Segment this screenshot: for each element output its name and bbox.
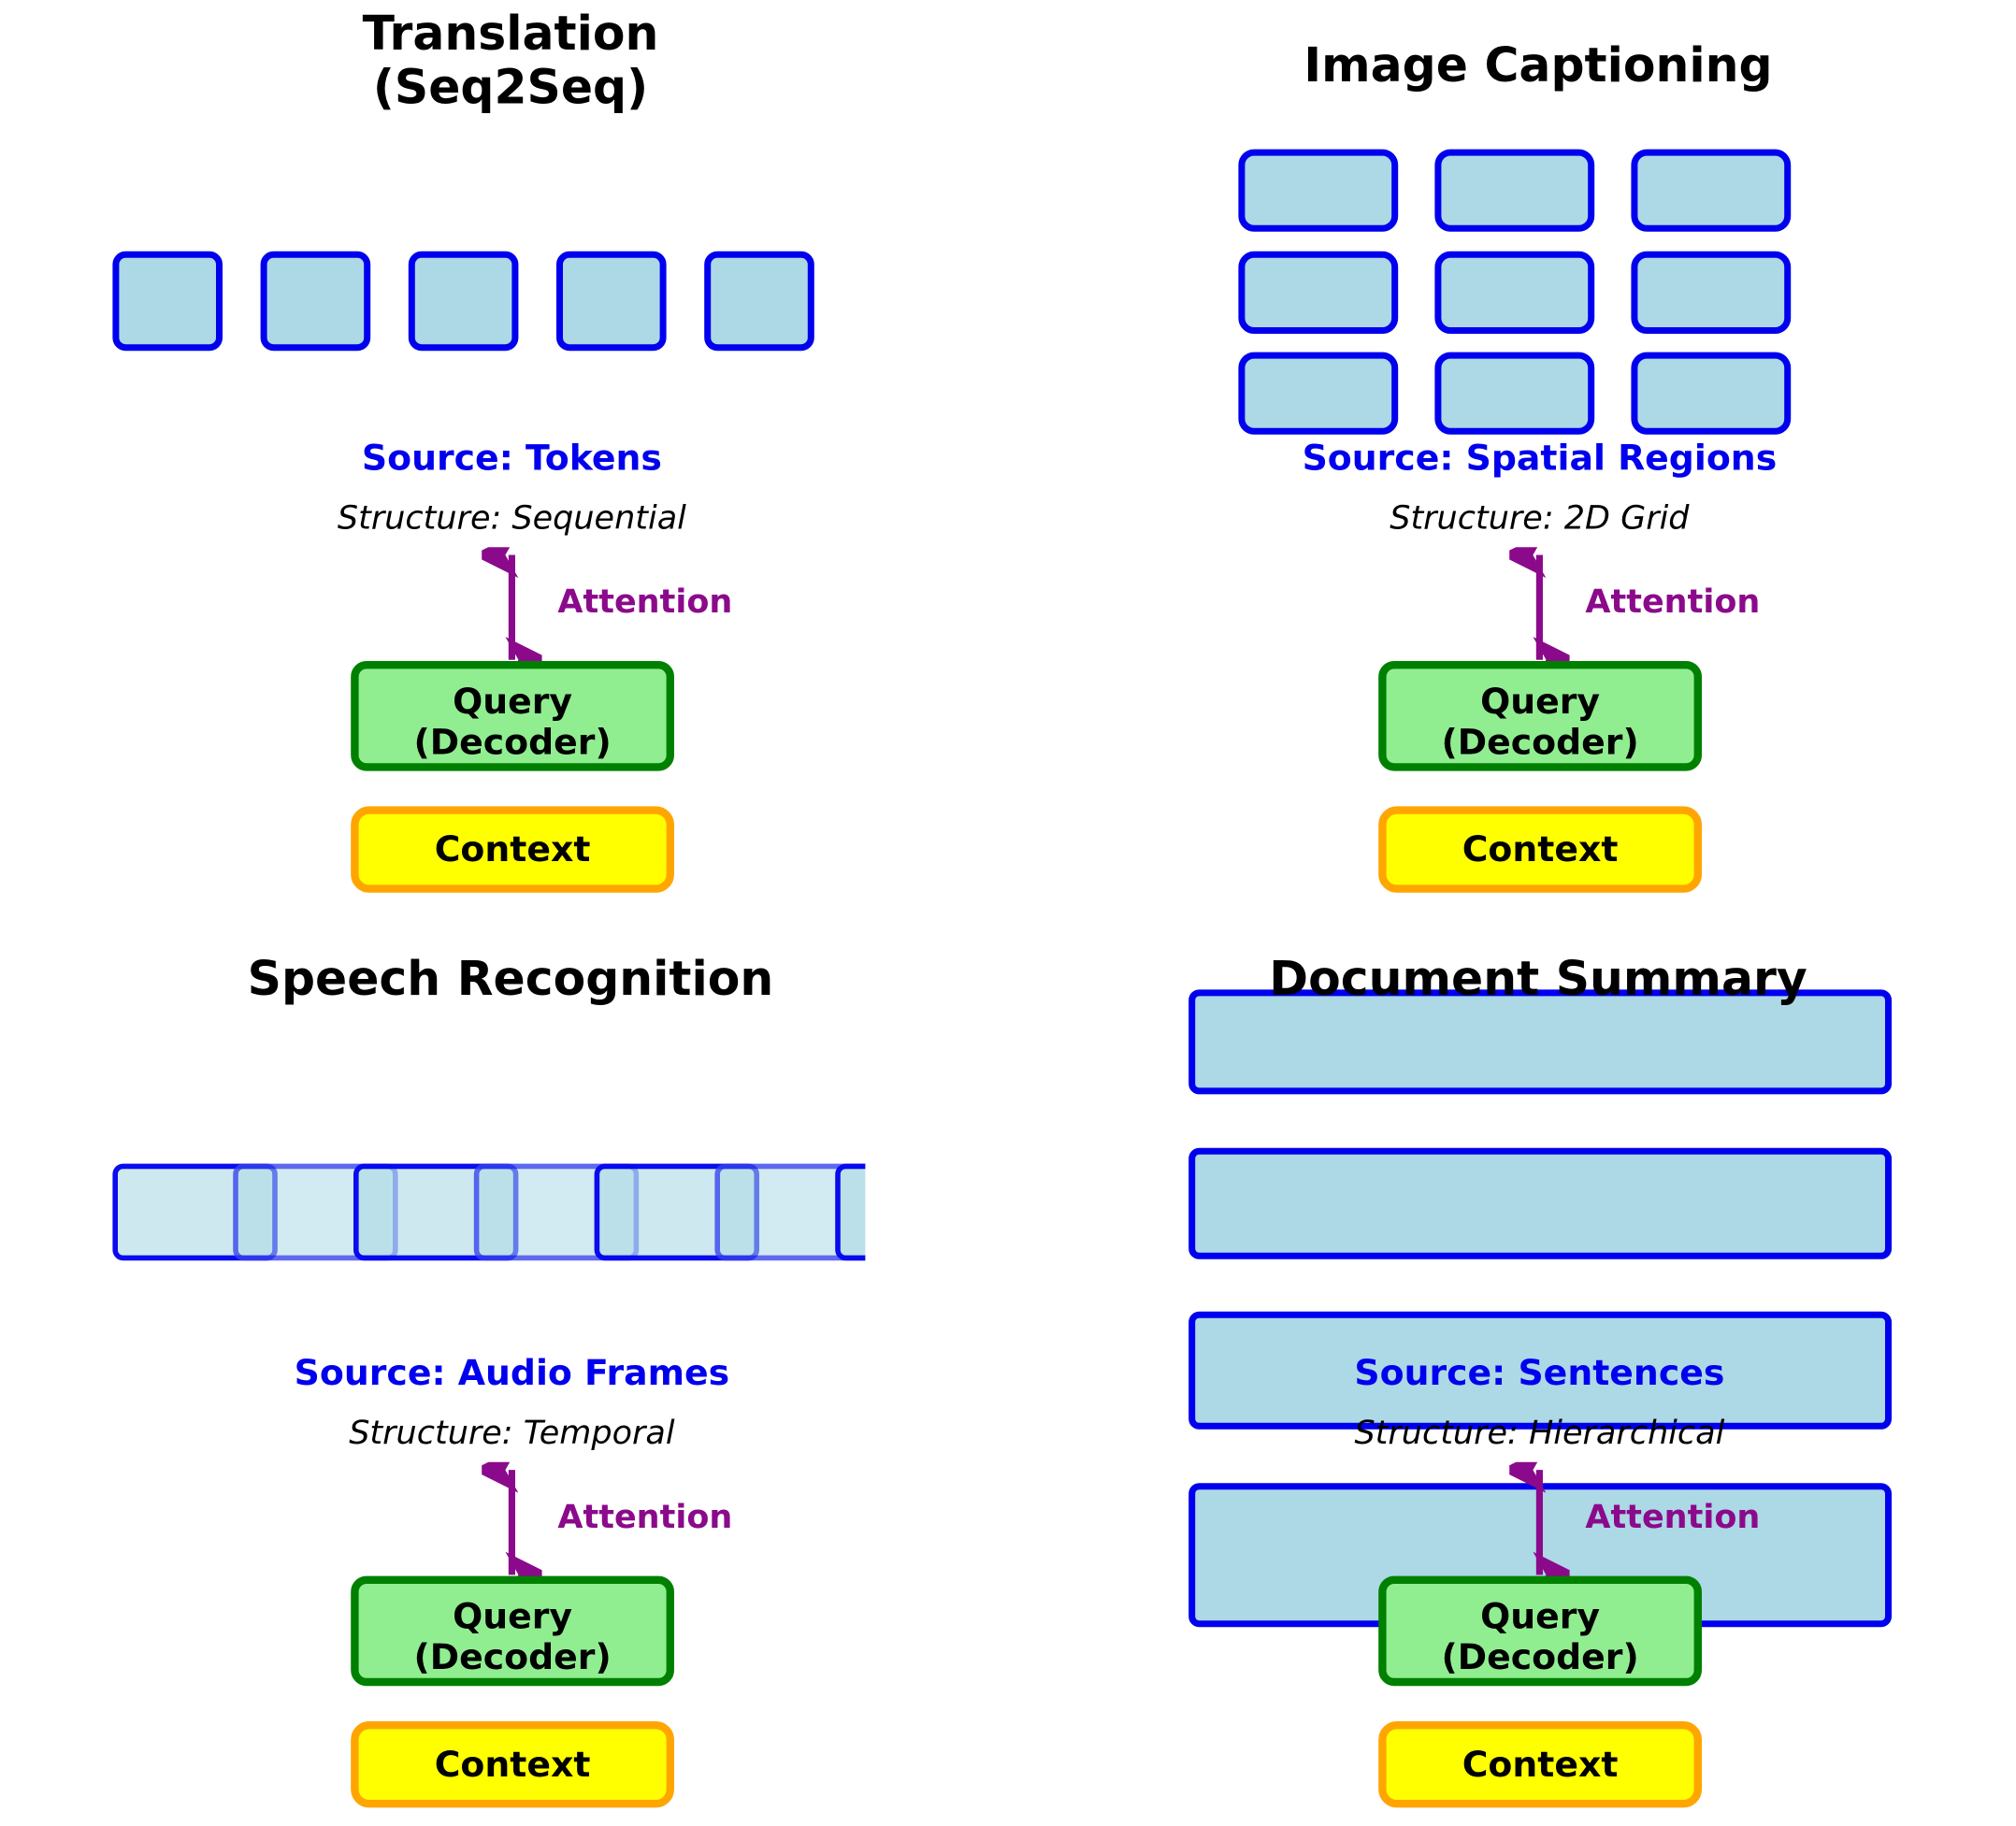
source-label-translation: Source: Tokens <box>361 439 662 480</box>
query-decoder-box-speech-recognition: Query (Decoder) <box>351 1575 674 1687</box>
query-decoder-label: Query (Decoder) <box>413 682 612 764</box>
panel-title-translation: Translation (Seq2Seq) <box>362 7 659 116</box>
panel-title-document-summary: Document Summary <box>1269 953 1807 1007</box>
context-box-document-summary: Context <box>1378 1721 1702 1808</box>
source-label-document-summary: Source: Sentences <box>1354 1353 1725 1394</box>
region-box <box>1238 251 1399 334</box>
query-decoder-box-document-summary: Query (Decoder) <box>1378 1575 1702 1687</box>
context-label: Context <box>1462 828 1619 870</box>
panel-title-speech-recognition: Speech Recognition <box>247 953 774 1007</box>
region-box <box>1631 149 1792 232</box>
query-decoder-box-image-captioning: Query (Decoder) <box>1378 661 1702 771</box>
context-box-image-captioning: Context <box>1378 806 1702 893</box>
context-label: Context <box>434 1744 591 1785</box>
region-box <box>1631 251 1792 334</box>
sentence-bar <box>1188 989 1892 1095</box>
structure-label-speech-recognition: Structure: Temporal <box>349 1414 675 1452</box>
attention-label-speech-recognition: Attention <box>557 1497 733 1536</box>
attention-arrow-translation <box>482 547 542 668</box>
attention-label-translation: Attention <box>557 582 733 621</box>
token-box <box>260 251 371 352</box>
context-box-translation: Context <box>351 806 674 893</box>
token-box <box>556 251 667 352</box>
structure-label-document-summary: Structure: Hierarchical <box>1354 1414 1725 1452</box>
token-box <box>408 251 519 352</box>
query-decoder-label: Query (Decoder) <box>1441 1597 1639 1679</box>
token-box <box>704 251 814 352</box>
region-box <box>1238 149 1399 232</box>
region-box <box>1434 149 1595 232</box>
query-decoder-label: Query (Decoder) <box>1441 682 1639 764</box>
query-decoder-label: Query (Decoder) <box>413 1597 612 1679</box>
attention-arrow-speech-recognition <box>482 1461 542 1583</box>
source-label-image-captioning: Source: Spatial Regions <box>1302 439 1778 480</box>
panel-title-image-captioning: Image Captioning <box>1303 39 1773 93</box>
attention-arrow-image-captioning <box>1509 547 1570 668</box>
structure-label-image-captioning: Structure: 2D Grid <box>1390 498 1690 537</box>
context-label: Context <box>1462 1744 1619 1785</box>
structure-label-translation: Structure: Sequential <box>337 498 686 537</box>
context-box-speech-recognition: Context <box>351 1721 674 1808</box>
source-label-speech-recognition: Source: Audio Frames <box>294 1353 730 1394</box>
token-box <box>112 251 223 352</box>
context-label: Context <box>434 828 591 870</box>
attention-arrow-document-summary <box>1509 1461 1570 1583</box>
sentence-bar <box>1188 1311 1892 1430</box>
region-box <box>1434 251 1595 334</box>
region-box <box>1238 352 1399 435</box>
attention-label-document-summary: Attention <box>1585 1497 1761 1536</box>
sentence-bar <box>1188 1147 1892 1259</box>
attention-label-image-captioning: Attention <box>1585 582 1761 621</box>
region-box <box>1631 352 1792 435</box>
region-box <box>1434 352 1595 435</box>
query-decoder-box-translation: Query (Decoder) <box>351 661 674 771</box>
